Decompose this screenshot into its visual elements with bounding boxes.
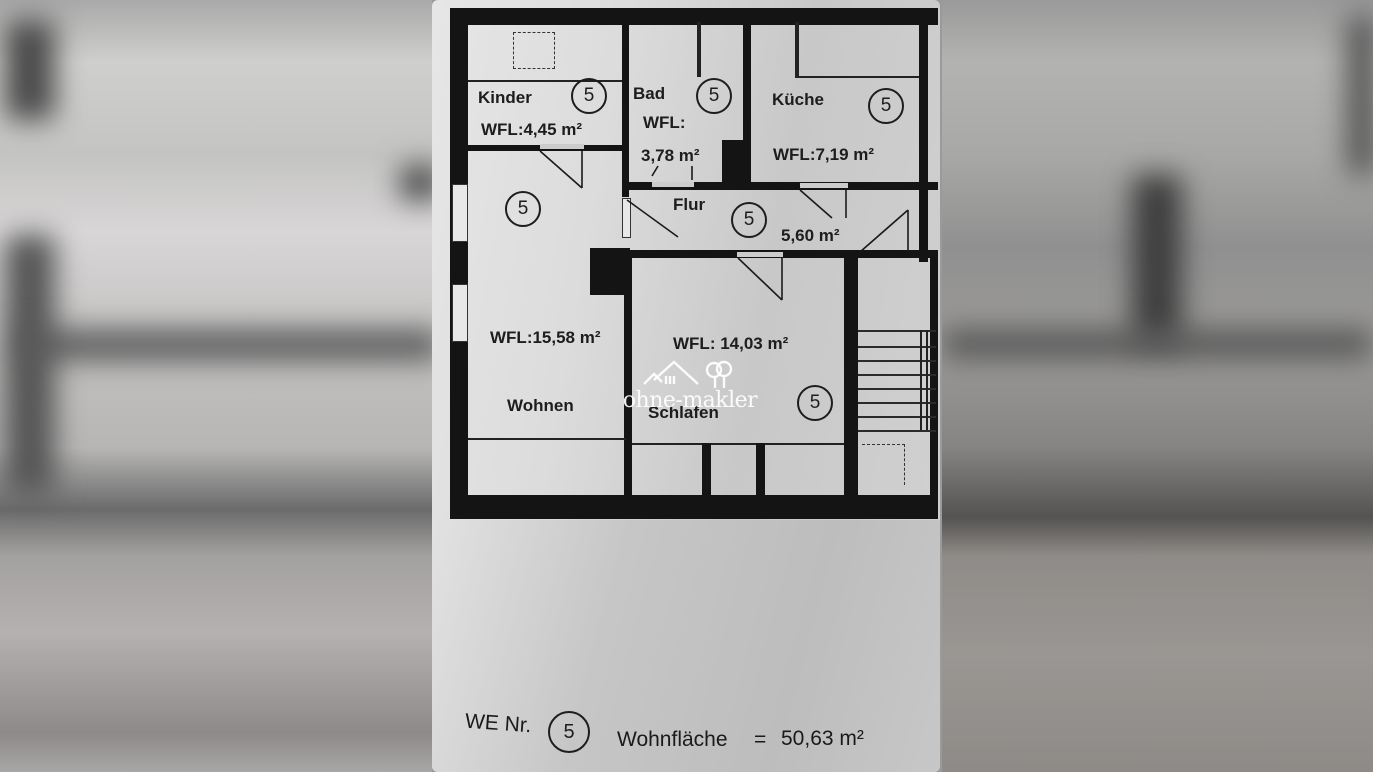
wohnflaeche-label: Wohnfläche	[617, 728, 728, 751]
window-left-1	[452, 184, 468, 242]
unit-marker-flur: 5	[731, 202, 767, 238]
blurred-backdrop-left	[0, 0, 432, 772]
schlafen-partition-right	[756, 443, 765, 498]
wall-kueche-right	[919, 22, 928, 262]
room-area-bad-2: 3,78 m²	[641, 146, 700, 165]
pillar-wohnen	[590, 248, 630, 295]
schlafen-partition-left	[702, 443, 711, 498]
room-name-schlafen: Schlafen	[648, 403, 719, 422]
wall-kinder-bad	[622, 22, 629, 197]
unit-marker-bad: 5	[696, 78, 732, 114]
dashed-box	[513, 32, 555, 69]
room-area-kinder: WFL:4,45 m²	[481, 120, 583, 139]
outer-wall-bottom	[450, 495, 938, 519]
wohnen-bottom-line	[468, 438, 626, 440]
door-swings	[539, 150, 909, 301]
room-name-kueche: Küche	[772, 90, 824, 109]
wohnflaeche-total: 50,63 m²	[781, 727, 864, 750]
kueche-inner-wall-h	[795, 76, 919, 78]
outer-wall-left	[450, 8, 468, 516]
wall-schlafen-stair	[844, 256, 858, 498]
we-label: WE Nr.	[464, 709, 533, 738]
stair-dashed	[862, 444, 905, 485]
blurred-backdrop-right	[942, 0, 1373, 772]
room-area-schlafen: WFL: 14,03 m²	[673, 334, 789, 353]
outer-wall-top	[450, 8, 938, 25]
room-name-kinder: Kinder	[478, 88, 532, 107]
room-area-bad-1: WFL:	[643, 113, 686, 132]
equals-sign: =	[754, 728, 767, 751]
door-kinder	[540, 144, 584, 149]
bad-pillar	[722, 140, 748, 185]
room-name-bad: Bad	[633, 84, 666, 103]
unit-marker-kueche: 5	[868, 88, 904, 124]
wall-stair-right	[930, 258, 938, 498]
wall-bad-kueche	[743, 22, 751, 187]
room-area-flur: 5,60 m²	[781, 226, 840, 245]
unit-marker-schlafen: 5	[797, 385, 833, 421]
wall-bad-flur	[626, 182, 938, 190]
watermark-text: ohne-makler	[622, 388, 758, 413]
schlafen-bottom-line	[632, 443, 844, 445]
door-schlafen	[737, 252, 783, 257]
room-area-kueche: WFL:7,19 m²	[773, 145, 875, 164]
unit-marker-kinder: 5	[571, 78, 607, 114]
door-kueche	[800, 183, 848, 188]
kueche-inner-wall-v	[795, 22, 799, 77]
window-left-2	[452, 284, 468, 342]
wall-wohnen-schlafen	[624, 250, 632, 498]
we-number-marker: 5	[548, 711, 590, 753]
paper-lower-area	[432, 520, 940, 772]
room-area-wohnen: WFL:15,58 m²	[490, 328, 601, 347]
room-name-wohnen: Wohnen	[507, 396, 574, 415]
bad-inner-wall	[697, 22, 701, 77]
door-bad	[652, 182, 694, 187]
house-tree-icon	[643, 360, 733, 388]
room-name-flur: Flur	[673, 195, 706, 214]
watermark: ohne-makler	[610, 360, 770, 413]
door-flur-left	[622, 198, 631, 238]
kinder-top-line	[468, 80, 624, 82]
unit-marker-wohnen: 5	[505, 191, 541, 227]
